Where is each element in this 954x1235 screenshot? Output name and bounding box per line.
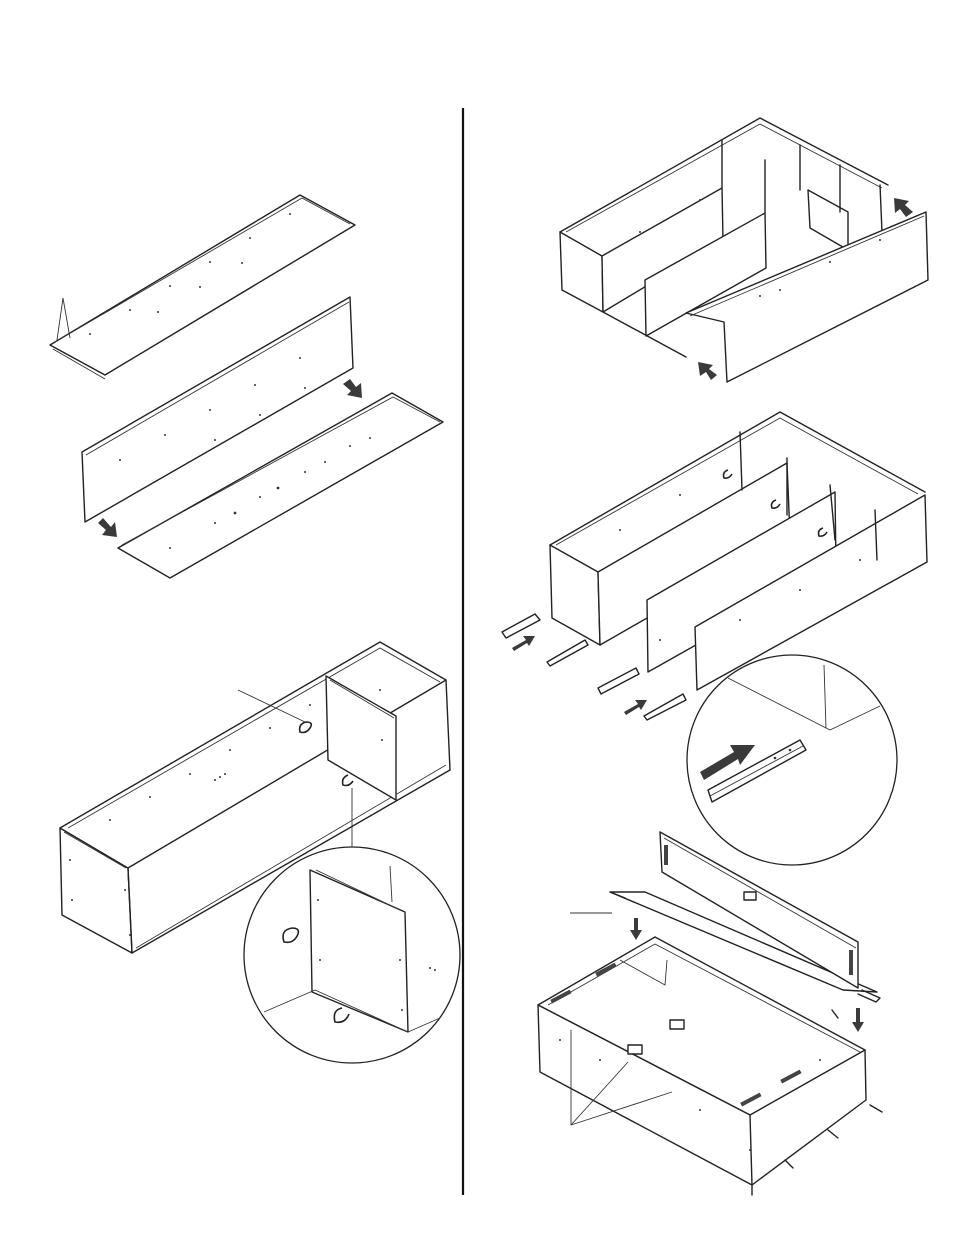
clip-icon: [343, 775, 353, 786]
step-frame-with-clips: [60, 642, 460, 1063]
arrow-icon: [343, 379, 362, 398]
arrow-icon: [630, 918, 642, 940]
step-panel-layout: [50, 195, 443, 578]
arrow-icon: [698, 362, 717, 380]
arrow-icon: [894, 198, 913, 217]
magnifier-callout-icon: [687, 655, 897, 865]
arrow-icon: [98, 518, 117, 537]
step-rail-insertion: [502, 412, 927, 865]
leader-line: [63, 298, 70, 338]
step-top-panel-installation: [538, 832, 882, 1195]
arrow-icon: [624, 700, 647, 715]
step-side-panel-insertion: [560, 118, 928, 382]
arrow-icon: [852, 1008, 864, 1032]
leader-line: [57, 298, 63, 340]
magnifier-callout-icon: [244, 847, 460, 1063]
arrow-icon: [512, 636, 535, 651]
